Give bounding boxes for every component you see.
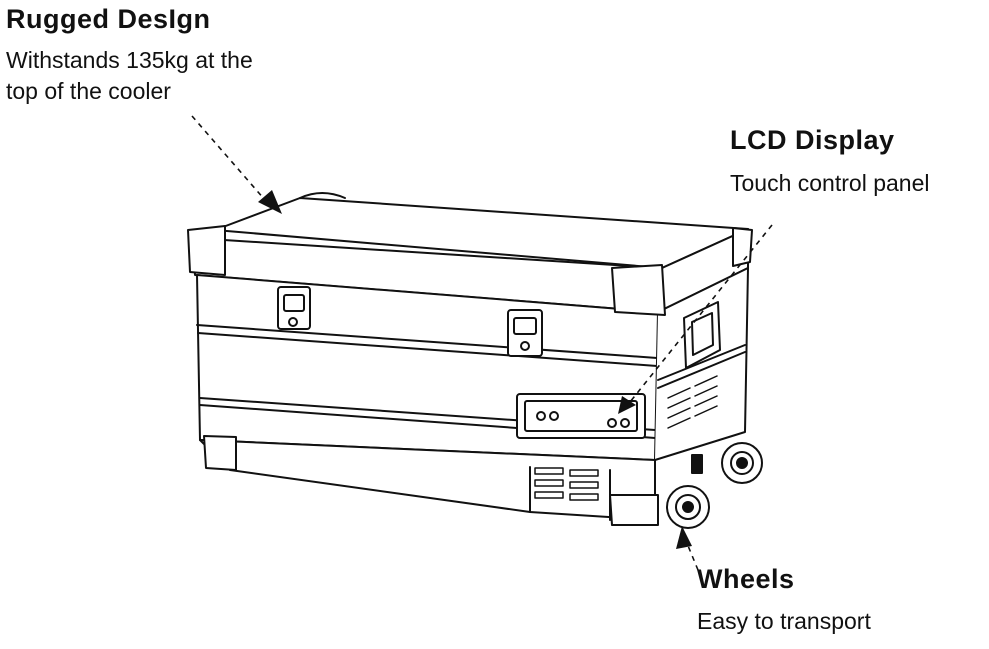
corner-bracket [611, 264, 666, 316]
wheels-description: Easy to transport [697, 608, 871, 634]
lcd-display-title: LCD Display [730, 125, 895, 155]
rugged-line-2: top of the cooler [6, 78, 171, 104]
latch-right [507, 309, 543, 357]
wheels-arrowhead [676, 526, 692, 549]
rugged-design-description: Withstands 135kg at the top of the coole… [6, 45, 253, 107]
control-panel [516, 393, 646, 439]
lcd-leader-line [629, 224, 773, 403]
lcd-display-description: Touch control panel [730, 170, 930, 196]
corner-bracket [609, 494, 659, 526]
wheel-front [666, 485, 710, 529]
corner-bracket [187, 225, 226, 276]
wheels-title: Wheels [697, 564, 795, 594]
rugged-leader-line [191, 115, 266, 201]
base-vents [534, 467, 599, 501]
side-vents [667, 375, 718, 429]
rugged-arrowhead [258, 190, 282, 214]
latch-left [277, 286, 311, 330]
corner-bracket [732, 227, 753, 267]
rugged-line-1: Withstands 135kg at the [6, 47, 253, 73]
corner-bracket [203, 435, 237, 471]
wheel-rear [721, 442, 763, 484]
rugged-design-title: Rugged DesIgn [6, 4, 211, 34]
lcd-arrowhead [618, 396, 636, 414]
body-side [654, 267, 749, 461]
